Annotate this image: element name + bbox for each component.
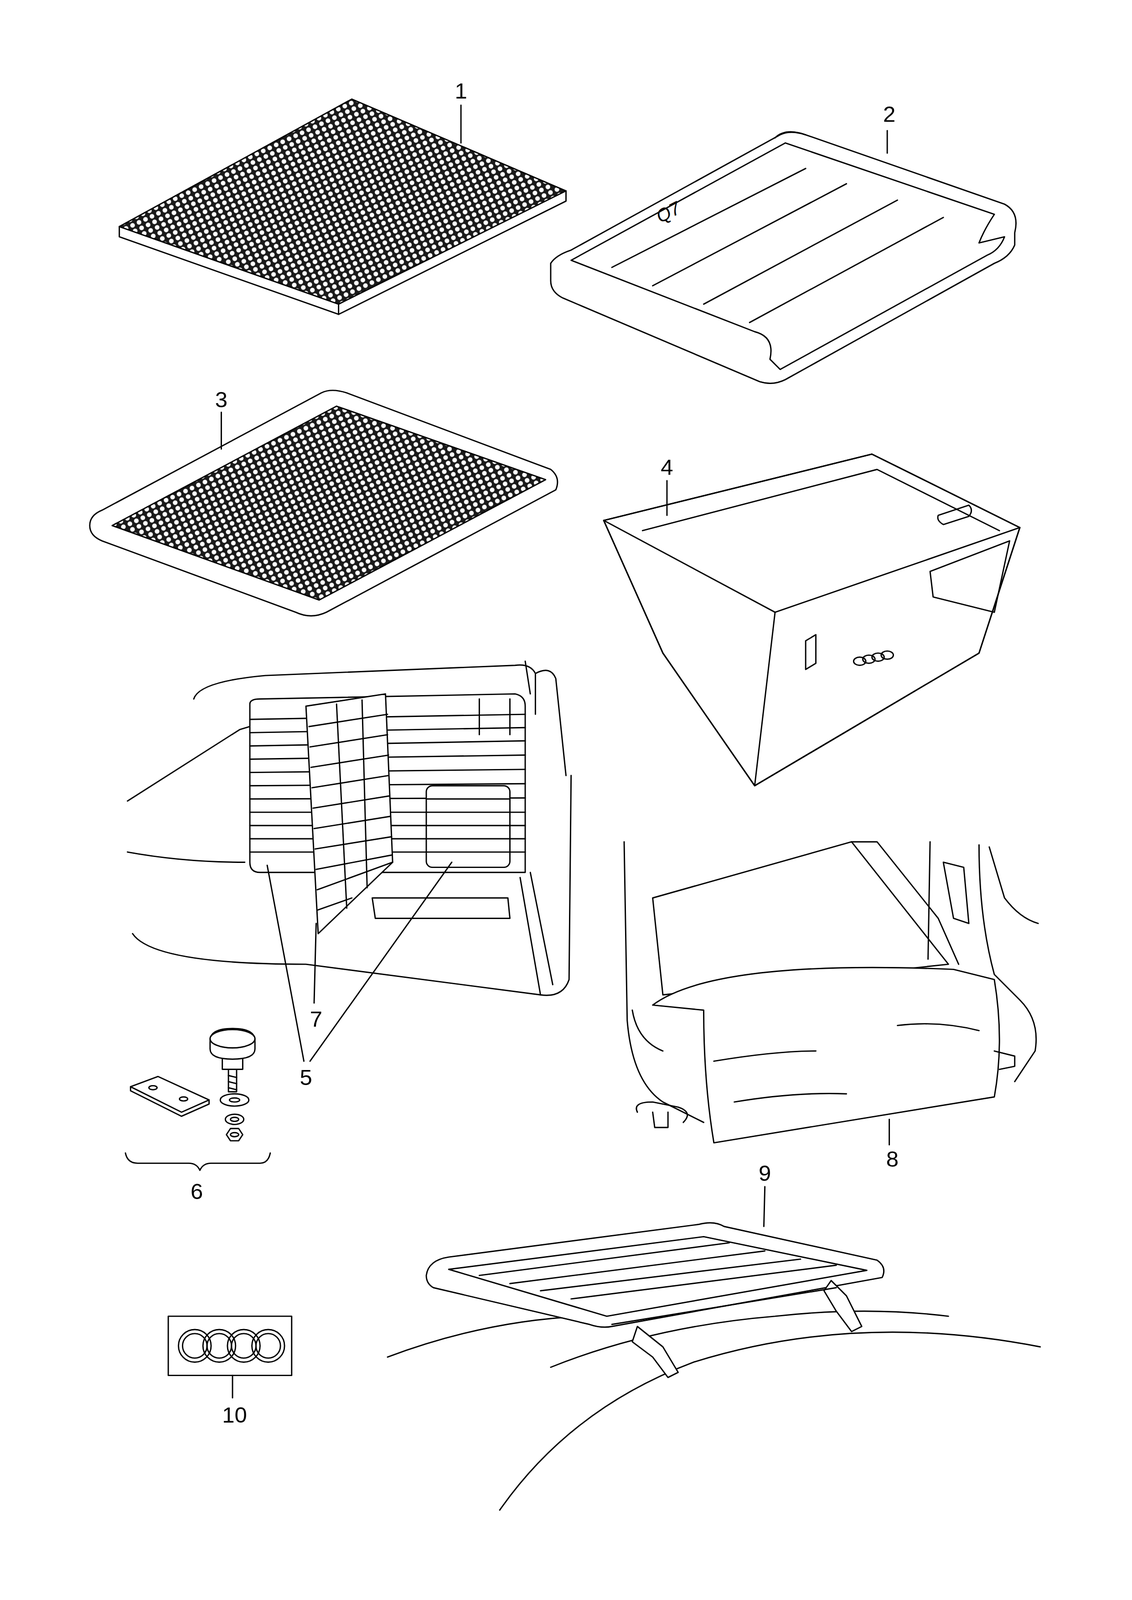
cargo-area-view (652, 966, 1000, 1143)
storage-box (642, 469, 1000, 531)
roof-rack (611, 1287, 837, 1324)
rubber-mat (460, 105, 462, 144)
callout-number: 7 (310, 1007, 323, 1030)
storage-box (937, 505, 972, 525)
rubber-mat (337, 304, 340, 315)
fixing-kit (220, 1093, 249, 1106)
fixing-kit (125, 1152, 271, 1170)
cargo-area-view (636, 1101, 688, 1127)
callout-number: 6 (190, 1179, 203, 1203)
fixing-kit (125, 1028, 271, 1170)
fixing-kit (228, 1069, 237, 1092)
luggage-tray (550, 132, 1017, 384)
fixing-kit (222, 1058, 243, 1069)
tray-with-mat (220, 412, 223, 450)
cargo-area-view (127, 851, 245, 862)
cargo-area-view (426, 798, 510, 852)
fixing-kit (210, 1028, 255, 1048)
roof-rack (499, 1331, 1041, 1510)
roof-rack (448, 1235, 867, 1316)
cargo-area-view (127, 661, 572, 1061)
rubber-mat (119, 98, 567, 305)
cargo-area-view (713, 1023, 980, 1102)
callout-number: 5 (299, 1065, 312, 1089)
cargo-area-view (314, 923, 316, 1003)
audi-emblem (168, 1315, 292, 1398)
fixing-kit (149, 1085, 158, 1090)
cargo-area-view (520, 872, 554, 995)
fixing-kit (230, 1116, 239, 1122)
callout-number: 1 (454, 79, 467, 103)
luggage-tray (550, 130, 1017, 384)
audi-emblem (255, 1333, 281, 1358)
luggage-tray (611, 168, 944, 323)
rubber-mat (119, 98, 567, 315)
storage-box (603, 454, 1020, 786)
roof-rack (426, 1222, 884, 1327)
tray-with-mat (89, 390, 558, 616)
fixing-kit (179, 1096, 188, 1101)
audi-emblem (168, 1315, 292, 1375)
callout-number: 3 (215, 388, 228, 411)
audi-emblem (231, 1333, 257, 1358)
cargo-area-view (336, 699, 367, 908)
callout-number: 8 (886, 1147, 899, 1170)
cargo-area-view (127, 726, 250, 801)
cargo-area-view (943, 861, 969, 923)
fixing-kit (230, 1132, 239, 1137)
cargo-area-view (632, 1009, 663, 1051)
callout-number: 10 (222, 1403, 248, 1426)
fixing-kit (130, 1086, 209, 1117)
roof-rack (387, 1186, 1041, 1510)
storage-box (603, 454, 1020, 786)
rubber-mat (119, 191, 567, 315)
audi-emblem (227, 1328, 261, 1362)
fixing-kit (229, 1097, 240, 1102)
cargo-area-view (624, 841, 1039, 1145)
roof-rack (763, 1186, 765, 1226)
cargo-area-view (525, 661, 566, 776)
cargo-area-view (426, 785, 510, 868)
fixing-kit (225, 1113, 244, 1124)
fixing-kit (226, 1127, 243, 1141)
storage-box (881, 650, 894, 659)
luggage-tray (571, 142, 1005, 370)
cargo-area-view (310, 861, 452, 1061)
cargo-area-view (267, 864, 305, 1061)
luggage-tray (886, 130, 889, 154)
audi-emblem (206, 1333, 232, 1358)
storage-box (805, 634, 816, 670)
tray-with-mat (112, 406, 546, 600)
tray-with-mat (89, 390, 558, 616)
cargo-area-view (989, 846, 1039, 924)
luggage-tray (775, 131, 806, 138)
storage-box (666, 480, 668, 516)
audi-emblem (182, 1333, 207, 1358)
roof-rack (479, 1242, 837, 1299)
fixing-kit (210, 1028, 255, 1059)
cargo-area-view (372, 897, 510, 919)
fixing-kit (130, 1075, 209, 1112)
audi-emblem (252, 1328, 285, 1362)
storage-box (603, 454, 1020, 613)
audi-emblem (202, 1328, 236, 1362)
audi-emblem (232, 1374, 234, 1398)
roof-rack (632, 1325, 679, 1377)
storage-box (603, 520, 1020, 786)
cargo-area-view (479, 698, 510, 735)
callout-number: 2 (883, 103, 896, 126)
cargo-area-view (888, 1118, 890, 1145)
cargo-area-view (994, 1050, 1015, 1069)
cargo-area-view (851, 841, 959, 964)
callout-number: 4 (660, 455, 673, 479)
callout-number: 9 (758, 1161, 771, 1184)
storage-box (930, 540, 1010, 613)
audi-emblem (178, 1328, 212, 1362)
cargo-area-view (309, 713, 393, 910)
fixing-kit (228, 1075, 237, 1090)
